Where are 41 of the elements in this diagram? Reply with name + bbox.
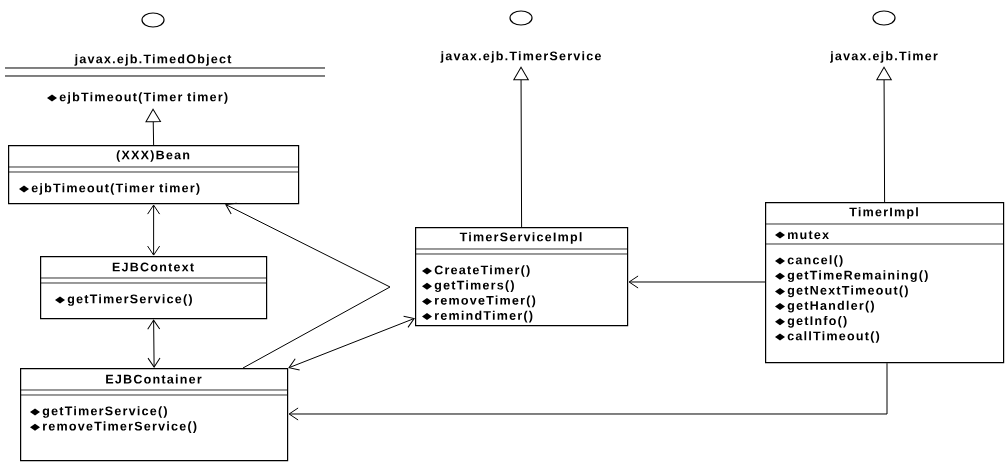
class-name: TimerImpl: [849, 207, 918, 219]
realization-arrow: [876, 66, 892, 203]
method-text: removeTimerService(): [43, 421, 197, 433]
class-name: EJBContainer: [106, 374, 202, 384]
method-text: getInfo(): [787, 315, 847, 328]
method-text: getNextTimeout(): [787, 285, 908, 298]
association-arrow: [288, 362, 888, 421]
method-text: getHandler(): [787, 300, 874, 313]
class-name: TimerServiceImpl: [459, 232, 582, 244]
class-box: [414, 227, 629, 327]
class-box: [7, 145, 300, 205]
interface-name: javax.ejb.TimedObject: [74, 54, 232, 66]
interface: [830, 10, 938, 63]
method-text: callTimeout(): [787, 331, 880, 343]
class-box: [19, 368, 289, 462]
interface-name: javax.ejb.TimerService: [440, 51, 601, 63]
interface: [4, 12, 326, 104]
class-box: [39, 256, 268, 320]
class-box: [764, 202, 1005, 364]
method-text: getTimeRemaining(): [787, 270, 928, 283]
class-name: (XXX)Bean: [116, 150, 190, 162]
association-arrow: [288, 315, 415, 371]
association-arrow: [628, 275, 766, 289]
method-text: getTimerService(): [42, 406, 167, 418]
method-text: CreateTimer(): [434, 265, 530, 277]
method-text: cancel(): [787, 255, 843, 267]
association-arrow: [225, 202, 391, 369]
method-text: getTimerService(): [67, 294, 192, 306]
interface-name: javax.ejb.Timer: [830, 51, 938, 63]
method-text: removeTimer(): [435, 295, 536, 308]
method-text: ejbTimeout(Timer timer): [31, 183, 200, 195]
method-text: remindTimer(): [435, 310, 533, 323]
realization-arrow: [513, 66, 529, 228]
realization-arrow: [145, 108, 161, 146]
association-arrow: [147, 204, 161, 256]
method-text: getTimers(): [434, 280, 514, 293]
class-name: EJBContext: [112, 262, 194, 272]
association-arrow: [147, 319, 161, 368]
attribute-text: mutex: [788, 230, 829, 240]
interface: [440, 10, 601, 63]
method-text: ejbTimeout(Timer timer): [59, 92, 228, 104]
